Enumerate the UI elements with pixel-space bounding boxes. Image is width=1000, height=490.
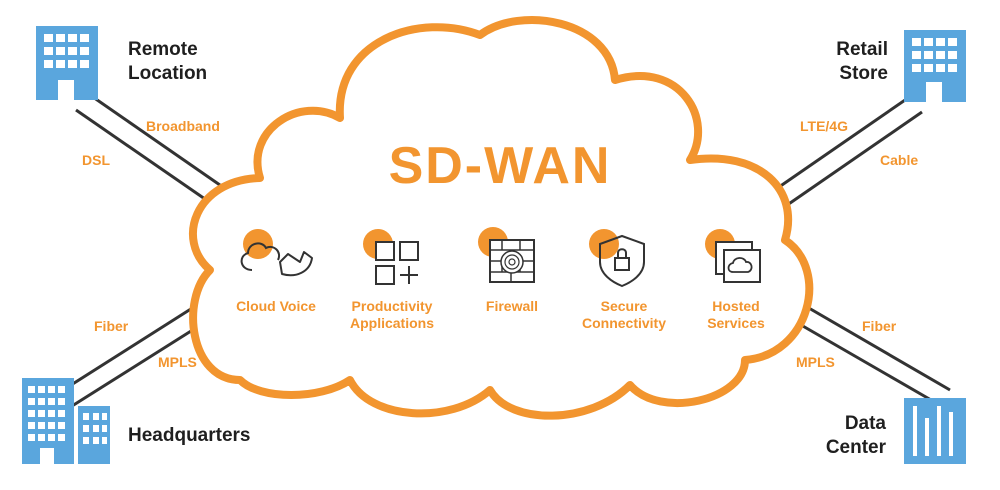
- secure-connectivity-icon: [589, 229, 645, 288]
- service-label-line: Services: [707, 315, 765, 331]
- hosted-services-icon: [705, 229, 761, 283]
- connection-datacenter: [781, 298, 951, 406]
- building-retail-icon: [904, 30, 966, 102]
- link-label-mpls-dc: MPLS: [796, 354, 835, 370]
- building-remote-icon: [36, 26, 98, 100]
- service-label-line: Connectivity: [581, 315, 666, 331]
- service-label-line: Cloud Voice: [236, 298, 316, 314]
- service-label-cloud-voice: Cloud Voice: [206, 298, 346, 315]
- site-label-line: Location: [128, 63, 208, 84]
- site-label-retail: Retail Store: [812, 38, 888, 86]
- link-label-fiber-dc: Fiber: [862, 318, 897, 334]
- site-label-remote: Remote Location: [128, 38, 207, 86]
- site-label-line: Headquarters: [128, 425, 251, 446]
- service-label-firewall: Firewall: [442, 298, 582, 315]
- site-label-line: Retail: [836, 39, 888, 60]
- service-label-line: Secure: [600, 298, 648, 314]
- service-label-line: Productivity: [351, 298, 433, 314]
- service-label-line: Hosted: [712, 298, 760, 314]
- service-label-productivity: Productivity Applications: [322, 298, 462, 332]
- link-label-broadband: Broadband: [146, 118, 220, 134]
- service-label-line: Firewall: [485, 298, 539, 314]
- productivity-apps-icon: [363, 229, 419, 285]
- service-label-line: Applications: [349, 315, 434, 331]
- site-label-headquarters: Headquarters: [128, 424, 251, 448]
- data-center-icon: [904, 398, 966, 464]
- building-headquarters-icon: [22, 378, 110, 464]
- link-label-lte: LTE/4G: [800, 118, 848, 134]
- firewall-icon: [478, 227, 535, 283]
- service-label-secure-connectivity: Secure Connectivity: [554, 298, 694, 332]
- connection-remote: [75, 93, 231, 210]
- link-label-cable: Cable: [880, 152, 919, 168]
- site-label-line: Center: [825, 437, 886, 458]
- link-label-dsl: DSL: [82, 152, 110, 168]
- connection-retail: [765, 96, 923, 212]
- link-label-fiber-hq: Fiber: [94, 318, 129, 334]
- site-label-line: Data: [844, 413, 886, 434]
- service-label-hosted-services: Hosted Services: [666, 298, 806, 332]
- link-label-mpls-hq: MPLS: [158, 354, 197, 370]
- site-label-line: Remote: [128, 39, 198, 60]
- sd-wan-cloud: [189, 16, 814, 420]
- diagram-title: SD-WAN: [388, 137, 612, 195]
- site-label-line: Store: [839, 63, 888, 84]
- site-label-datacenter: Data Center: [820, 412, 886, 460]
- cloud-voice-icon: [240, 229, 313, 277]
